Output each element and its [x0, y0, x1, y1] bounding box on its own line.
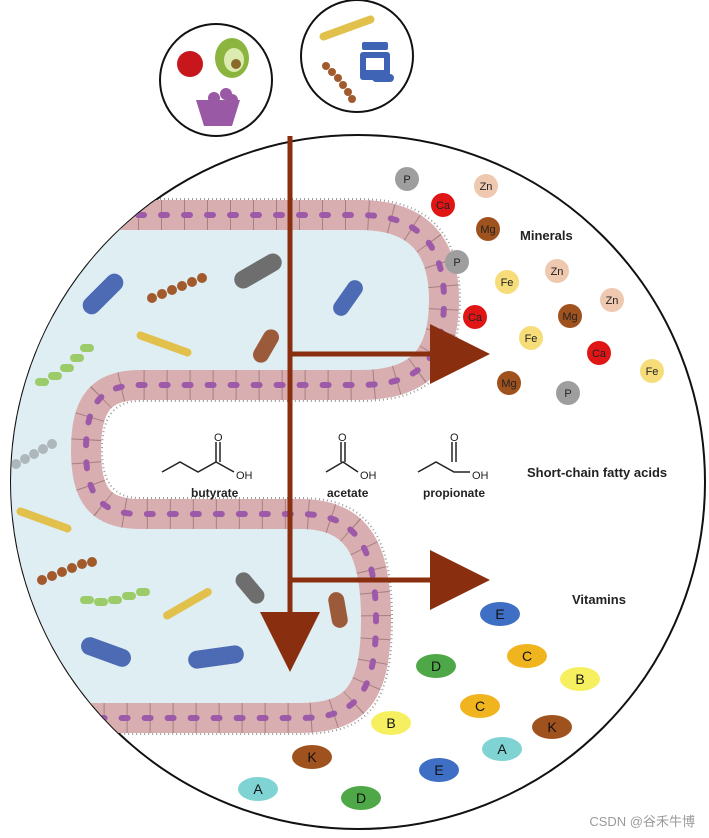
svg-text:P: P — [453, 257, 460, 269]
svg-text:Zn: Zn — [480, 181, 493, 193]
mineral-badge: Mg — [476, 217, 500, 241]
vitamin-badge: B — [560, 667, 600, 691]
bacteria-group — [11, 253, 363, 669]
svg-text:Zn: Zn — [606, 295, 619, 307]
bacterium-icon — [234, 253, 282, 289]
mineral-badge: P — [556, 381, 580, 405]
svg-text:Ca: Ca — [436, 200, 451, 212]
svg-text:Fe: Fe — [501, 277, 514, 289]
butyrate-oh: OH — [236, 470, 253, 482]
mineral-badge: Ca — [463, 305, 487, 329]
mineral-badge: P — [445, 250, 469, 274]
mineral-badge: Fe — [519, 326, 543, 350]
acetate-label: acetate — [327, 486, 369, 500]
butyrate-label: butyrate — [191, 486, 239, 500]
vitamin-badge: E — [480, 602, 520, 626]
mineral-badge: Zn — [474, 174, 498, 198]
svg-text:D: D — [431, 658, 441, 674]
svg-text:B: B — [386, 715, 395, 731]
svg-text:D: D — [356, 790, 366, 806]
propionate-structure — [417, 442, 470, 473]
svg-text:A: A — [253, 781, 263, 797]
bacterium-icon — [188, 645, 244, 669]
svg-text:C: C — [475, 698, 485, 714]
vitamin-badge: C — [460, 694, 500, 718]
svg-text:Fe: Fe — [525, 333, 538, 345]
svg-text:A: A — [497, 741, 507, 757]
svg-text:E: E — [434, 762, 443, 778]
gut-lumen — [11, 228, 430, 705]
propionate-oh: OH — [472, 470, 489, 482]
mineral-badge: Zn — [545, 259, 569, 283]
acetate-oh: OH — [360, 470, 377, 482]
svg-text:Mg: Mg — [501, 378, 516, 390]
butyrate-structure — [161, 442, 235, 473]
butyrate-o: O — [214, 432, 223, 444]
bacterium-icon — [333, 280, 363, 316]
vitamin-badge: K — [292, 745, 332, 769]
mineral-badge: Zn — [600, 288, 624, 312]
propionate-label: propionate — [423, 486, 485, 500]
svg-text:K: K — [307, 749, 317, 765]
vitamin-badge: C — [507, 644, 547, 668]
vitamins-label: Vitamins — [572, 592, 626, 607]
acetate-structure — [325, 442, 359, 473]
svg-text:Ca: Ca — [468, 312, 483, 324]
svg-text:K: K — [547, 719, 557, 735]
svg-text:E: E — [495, 606, 504, 622]
supplement-circle — [300, 0, 414, 113]
bacterium-icon — [328, 592, 348, 628]
svg-text:Ca: Ca — [592, 348, 607, 360]
svg-text:P: P — [403, 174, 410, 186]
vitamin-badge: E — [419, 758, 459, 782]
svg-text:B: B — [575, 671, 584, 687]
svg-text:Fe: Fe — [646, 366, 659, 378]
acetate-o: O — [338, 432, 347, 444]
mineral-badge: Fe — [495, 270, 519, 294]
bacterium-icon — [16, 507, 72, 533]
vitamin-badge: D — [416, 654, 456, 678]
bacterium-icon — [82, 273, 124, 315]
absorption-arrows — [260, 136, 490, 672]
svg-text:Mg: Mg — [480, 224, 495, 236]
minerals-label: Minerals — [520, 228, 573, 243]
bacterium-icon — [136, 331, 192, 357]
svg-text:Zn: Zn — [551, 266, 564, 278]
svg-text:P: P — [564, 388, 571, 400]
watermark: CSDN @谷禾牛博 — [589, 814, 695, 829]
svg-text:Mg: Mg — [562, 311, 577, 323]
bacterium-icon — [81, 637, 131, 667]
vitamin-badge: K — [532, 715, 572, 739]
supplement-icon — [319, 15, 394, 103]
bacterium-icon — [235, 572, 265, 604]
mineral-badge: Mg — [558, 304, 582, 328]
mineral-badge: P — [395, 167, 419, 191]
svg-text:C: C — [522, 648, 532, 664]
mineral-badge: Ca — [431, 193, 455, 217]
bacterium-icon — [163, 588, 212, 620]
vitamin-badge: A — [482, 737, 522, 761]
vitamin-badge: A — [238, 777, 278, 801]
vitamin-badge: D — [341, 786, 381, 810]
bacterium-icon — [253, 329, 279, 363]
scfa-label: Short-chain fatty acids — [527, 465, 667, 480]
mineral-badge: Ca — [587, 341, 611, 365]
mineral-badge: Mg — [497, 371, 521, 395]
propionate-o: O — [450, 432, 459, 444]
mineral-badge: Fe — [640, 359, 664, 383]
vitamin-badge: B — [371, 711, 411, 735]
fruit-icon — [177, 38, 249, 126]
